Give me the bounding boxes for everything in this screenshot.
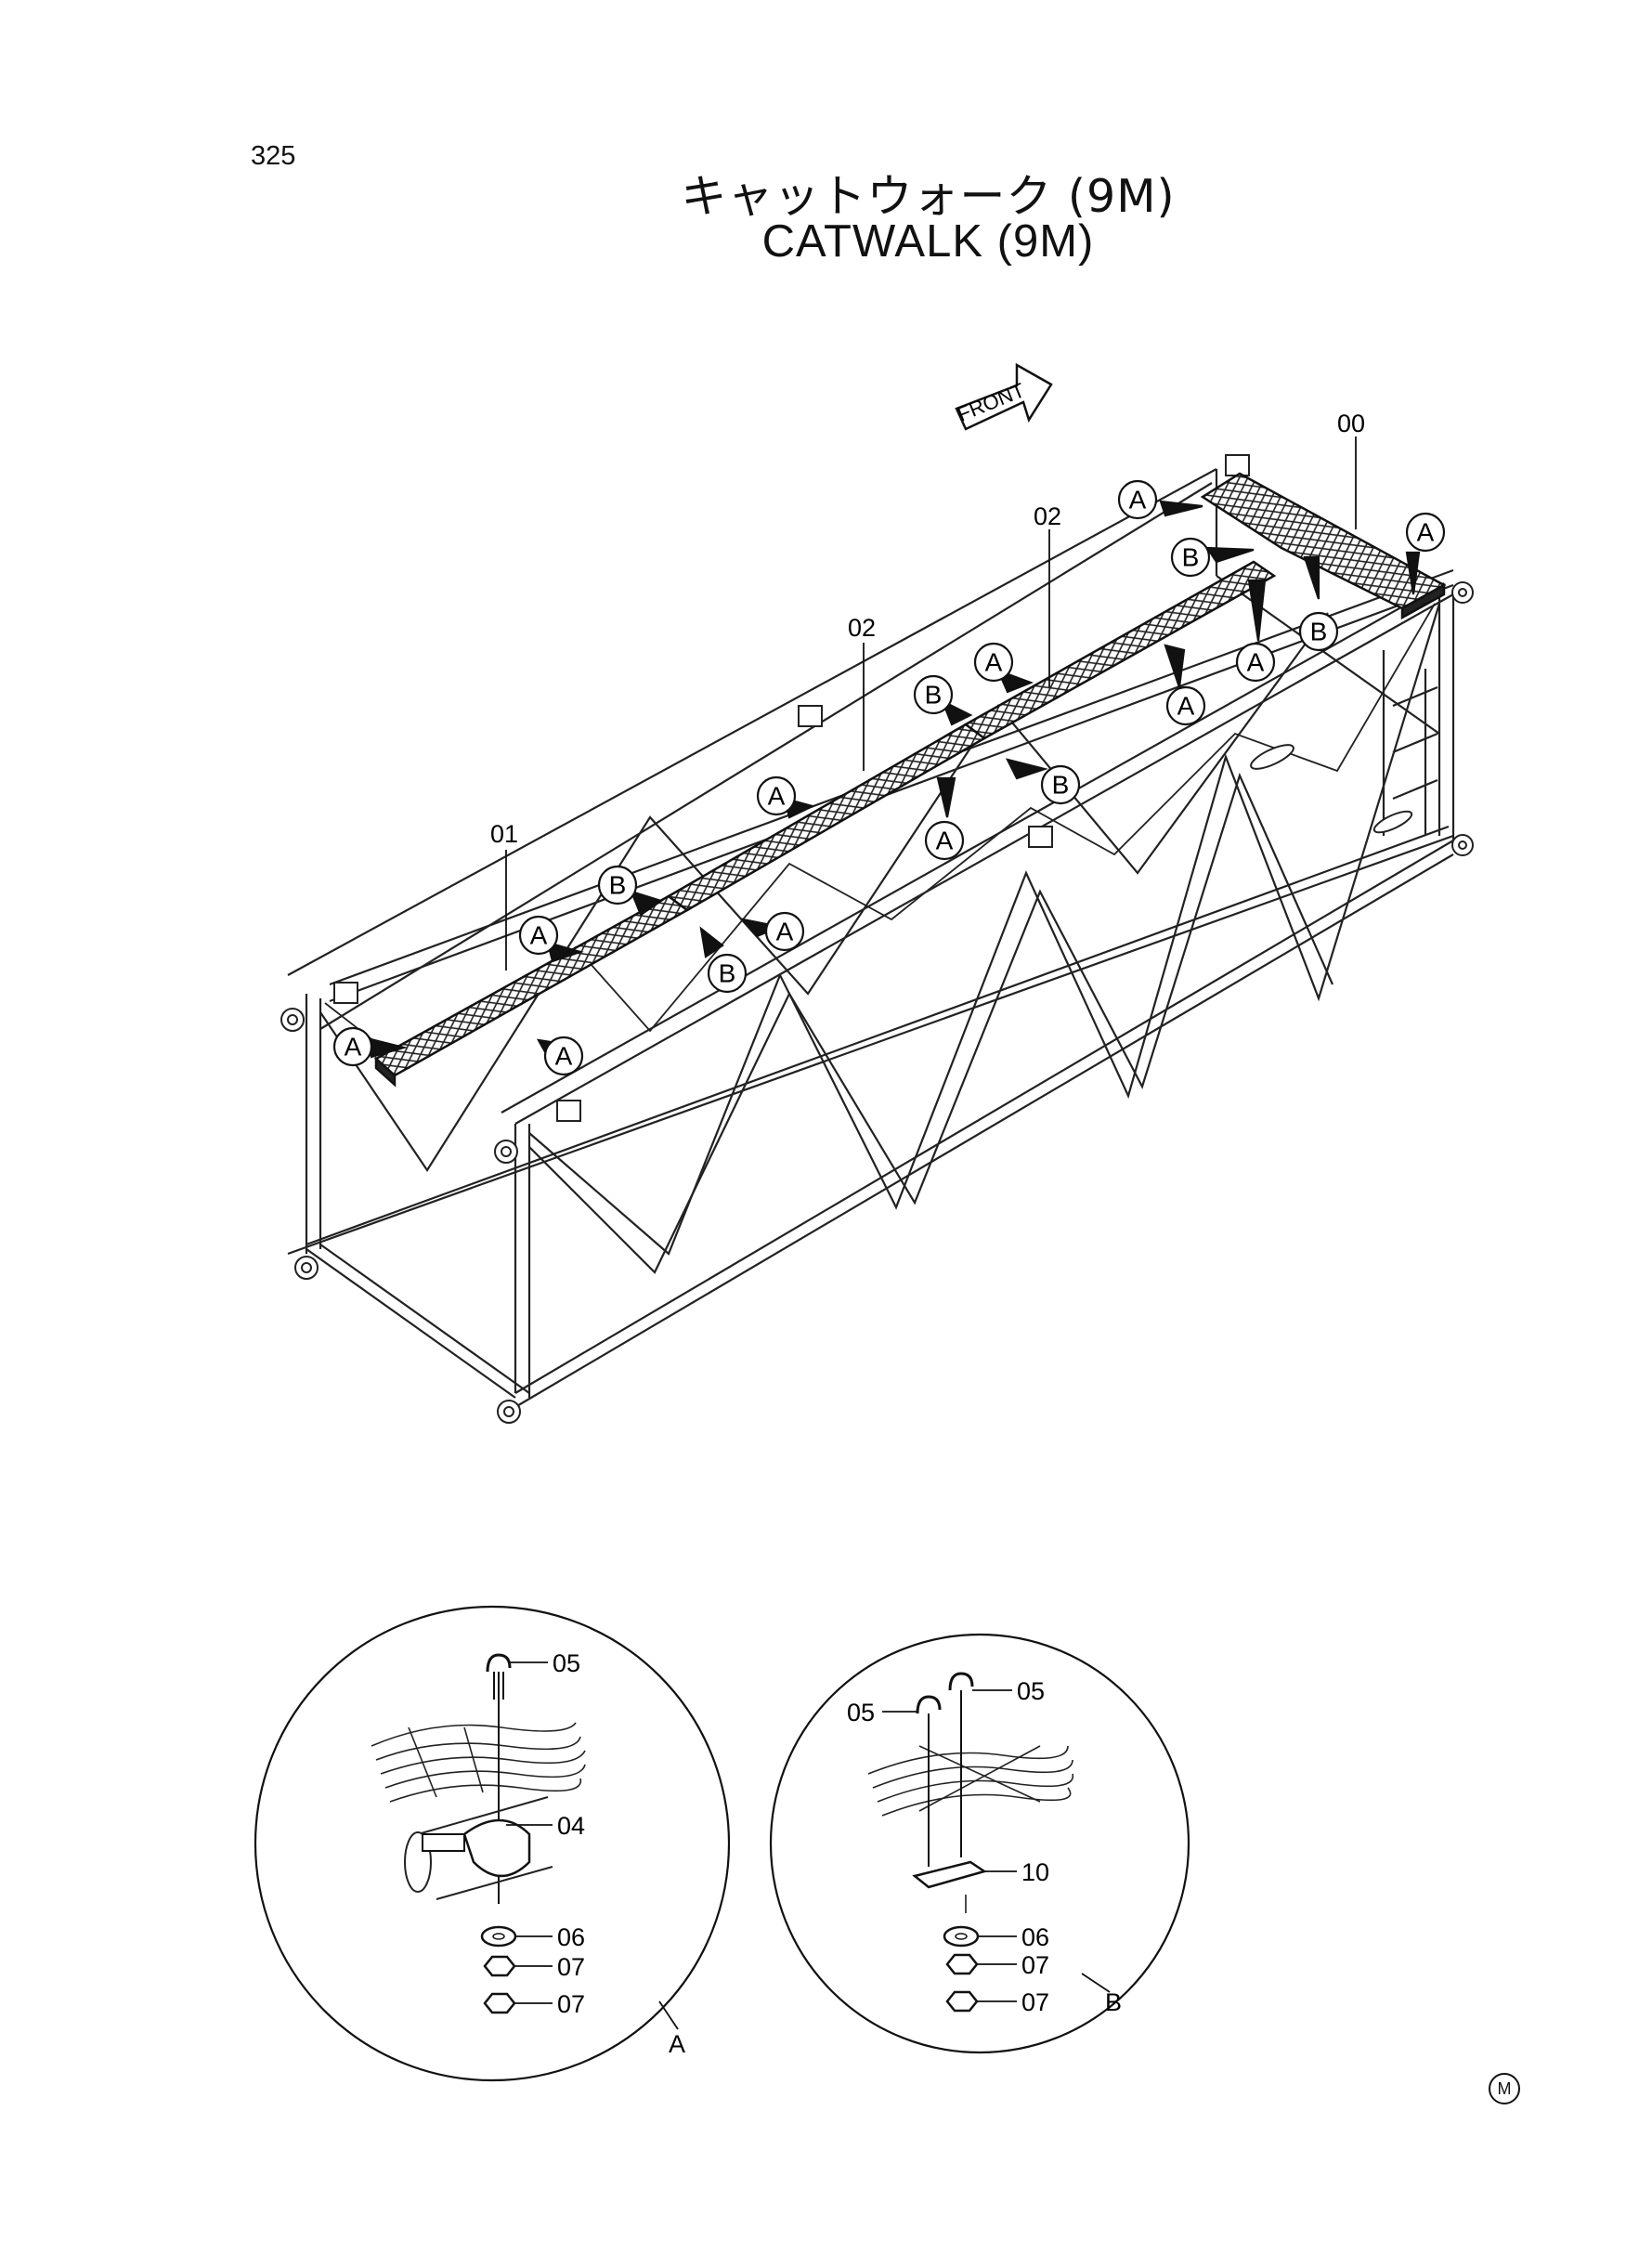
page-number: 325 xyxy=(251,141,296,171)
callout-a: A xyxy=(555,1042,573,1071)
part-number-01: 01 xyxy=(490,820,518,848)
part-number-05: 05 xyxy=(553,1649,580,1677)
callout-a: A xyxy=(985,648,1003,677)
callout-b: B xyxy=(1182,543,1200,572)
part-number-07: 07 xyxy=(557,1990,585,2018)
callout-a: A xyxy=(768,782,786,811)
callout-group xyxy=(332,479,1446,1076)
title-english: CATWALK (9M) xyxy=(761,216,1095,267)
detail-b: 05 05 10 06 07 07 B xyxy=(769,1633,1190,2054)
part-number-05: 05 xyxy=(1017,1677,1045,1705)
callout-a: A xyxy=(936,827,954,855)
callout-b: B xyxy=(609,871,627,900)
callout-b: B xyxy=(719,959,736,988)
catwalk-panels xyxy=(373,472,1447,1088)
pin-lugs xyxy=(280,454,1474,1424)
part-number-06: 06 xyxy=(557,1923,585,1951)
callout-b: B xyxy=(1052,771,1070,800)
part-number-07: 07 xyxy=(1021,1988,1049,2016)
part-number-07: 07 xyxy=(1021,1951,1049,1979)
callout-a: A xyxy=(530,921,548,950)
front-label: FRONT xyxy=(954,378,1028,426)
detail-a: 05 04 06 07 07 A xyxy=(254,1605,731,2082)
lattice-boom-frame xyxy=(287,468,1455,1408)
callout-letters: A A A B B A A A B B A A B A A B A xyxy=(345,486,1435,1071)
front-arrow: FRONT xyxy=(954,362,1053,431)
callout-b: B xyxy=(925,681,943,710)
callout-a: A xyxy=(1417,518,1435,547)
callout-b: B xyxy=(1310,618,1328,646)
callout-a: A xyxy=(345,1033,362,1062)
callout-a: A xyxy=(1129,486,1147,515)
callout-a: A xyxy=(776,918,794,946)
title-japanese: キャットウォーク (9M) xyxy=(681,170,1176,223)
part-number-02: 02 xyxy=(1034,502,1061,530)
detail-label-b: B xyxy=(1105,1988,1122,2016)
part-number-00: 00 xyxy=(1337,410,1365,437)
part-number-04: 04 xyxy=(557,1812,585,1840)
part-number-10: 10 xyxy=(1021,1858,1049,1886)
part-number-07: 07 xyxy=(557,1953,585,1981)
callout-a: A xyxy=(1177,692,1195,721)
corner-mark: M xyxy=(1489,2073,1520,2104)
detail-label-a: A xyxy=(669,2030,685,2058)
callout-a: A xyxy=(1247,648,1265,677)
part-number-02: 02 xyxy=(848,614,876,642)
leader-lines xyxy=(505,436,1357,971)
part-number-06: 06 xyxy=(1021,1923,1049,1951)
catwalk-panel-02-rear xyxy=(963,560,1277,740)
part-number-05: 05 xyxy=(847,1699,875,1726)
